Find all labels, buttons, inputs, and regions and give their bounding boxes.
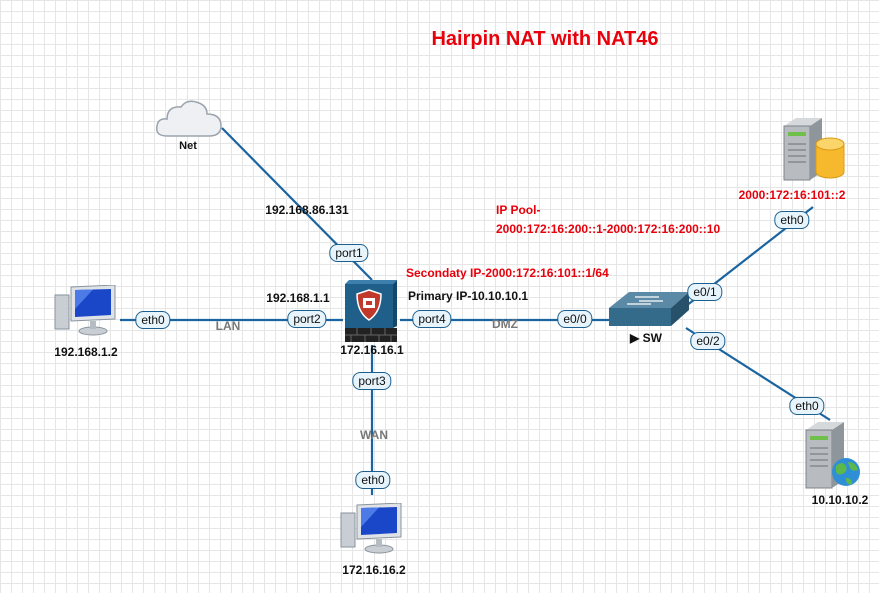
desktop-pc-icon[interactable] xyxy=(338,503,404,555)
desktop-pc-icon[interactable] xyxy=(53,285,117,337)
secondary-ip-label: Secondaty IP-2000:172:16:101::1/64 xyxy=(406,266,609,280)
cloud-icon[interactable] xyxy=(155,98,223,140)
web-server-icon[interactable] xyxy=(802,422,862,490)
switch-icon[interactable] xyxy=(609,290,691,328)
interface-port4[interactable]: port4 xyxy=(412,310,452,328)
cloud-label: Net xyxy=(179,140,197,152)
play-icon: ▶ xyxy=(630,331,643,345)
interface-db-eth0[interactable]: eth0 xyxy=(774,211,810,229)
interface-port2[interactable]: port2 xyxy=(287,310,327,328)
primary-ip-label: Primary IP-10.10.10.1 xyxy=(408,289,529,303)
pc-left-label: 192.168.1.2 xyxy=(54,345,118,359)
ip-pool-range: 2000:172:16:200::1-2000:172:16:200::10 xyxy=(496,222,721,236)
interface-sw-e0-2[interactable]: e0/2 xyxy=(690,332,726,350)
link-label-dmz: DMZ xyxy=(492,317,518,331)
interface-port1[interactable]: port1 xyxy=(329,244,369,262)
web-server-label: 10.10.10.2 xyxy=(811,493,869,507)
ip-pool-label: IP Pool- xyxy=(496,203,541,217)
lan-ip-label: 192.168.1.1 xyxy=(266,291,330,305)
firewall-label: 172.16.16.1 xyxy=(340,343,404,357)
switch-name: SW xyxy=(642,331,662,345)
link-label-wan: WAN xyxy=(360,428,388,442)
interface-pc-bottom-eth0[interactable]: eth0 xyxy=(355,471,391,489)
database-server-icon[interactable] xyxy=(780,118,846,182)
interface-sw-e0-1[interactable]: e0/1 xyxy=(687,283,723,301)
wan-ip-label: 192.168.86.131 xyxy=(265,203,349,217)
interface-sw-e0-0[interactable]: e0/0 xyxy=(557,310,593,328)
firewall-icon[interactable] xyxy=(343,280,399,342)
interface-pc-left-eth0[interactable]: eth0 xyxy=(135,311,171,329)
diagram-title: Hairpin NAT with NAT46 xyxy=(431,28,659,50)
link-label-lan: LAN xyxy=(215,319,241,333)
switch-label: ▶ SW xyxy=(630,331,662,345)
interface-web-eth0[interactable]: eth0 xyxy=(789,397,825,415)
db-server-label: 2000:172:16:101::2 xyxy=(738,188,846,202)
pc-bottom-label: 172.16.16.2 xyxy=(342,563,406,577)
interface-port3[interactable]: port3 xyxy=(352,372,392,390)
